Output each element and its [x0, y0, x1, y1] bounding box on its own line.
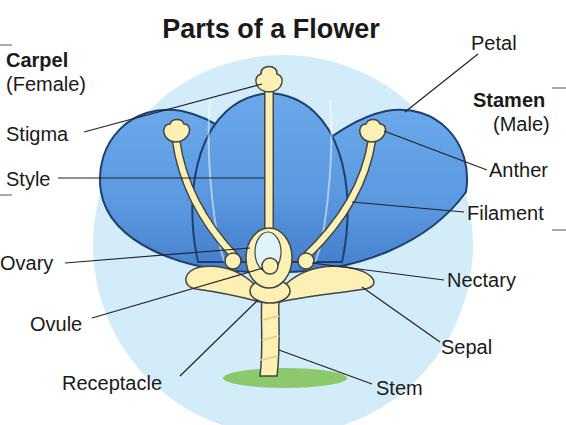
leader-line	[405, 54, 478, 112]
section-mark	[552, 230, 566, 231]
section-mark	[0, 195, 12, 196]
part-label: (Female)	[6, 74, 86, 94]
stigma-shape	[256, 67, 282, 93]
part-label: Nectary	[447, 270, 516, 290]
filament-shape	[176, 140, 238, 260]
section-marks	[0, 45, 566, 230]
sepal-shape	[280, 266, 374, 302]
filament-shape	[302, 140, 372, 260]
part-label: Petal	[471, 33, 517, 53]
nectary-shape	[225, 253, 241, 269]
leader-line	[352, 202, 464, 212]
part-label: Style	[6, 169, 50, 189]
leader-line	[65, 248, 250, 263]
anther-shape	[164, 120, 190, 143]
leader-line	[92, 268, 263, 318]
anther-shape	[360, 120, 386, 143]
background-circle	[93, 55, 473, 425]
style-outline	[264, 88, 274, 238]
stem-stripes	[261, 316, 279, 360]
section-mark	[552, 88, 566, 89]
ovary-shape	[246, 228, 292, 288]
ovule-shape	[262, 258, 278, 274]
ground	[223, 368, 347, 388]
group-label: Carpel	[6, 50, 68, 70]
leader-line	[180, 300, 258, 376]
leader-line	[279, 350, 372, 384]
part-label: (Male)	[493, 114, 550, 134]
nectary-shape	[298, 253, 314, 269]
leader-line	[312, 263, 444, 280]
style-shape	[266, 88, 273, 238]
part-label: Ovule	[30, 314, 82, 334]
leader-line	[362, 287, 440, 342]
part-label: Anther	[489, 160, 548, 180]
filament-outline	[176, 140, 238, 260]
part-label: Stem	[376, 378, 423, 398]
leader-line	[84, 84, 262, 132]
section-mark	[0, 45, 12, 46]
part-label: Filament	[467, 203, 544, 223]
part-label: Stigma	[6, 124, 68, 144]
leader-line	[58, 177, 264, 178]
diagram-title: Parts of a Flower	[0, 16, 542, 43]
part-label: Receptacle	[62, 373, 162, 393]
leader-lines	[58, 54, 487, 384]
part-label: Ovary	[0, 253, 53, 273]
group-label: Stamen	[473, 90, 545, 110]
part-label: Sepal	[441, 337, 492, 357]
leader-line	[384, 131, 487, 170]
filament-outline	[302, 140, 372, 260]
stem-shape	[260, 296, 279, 376]
